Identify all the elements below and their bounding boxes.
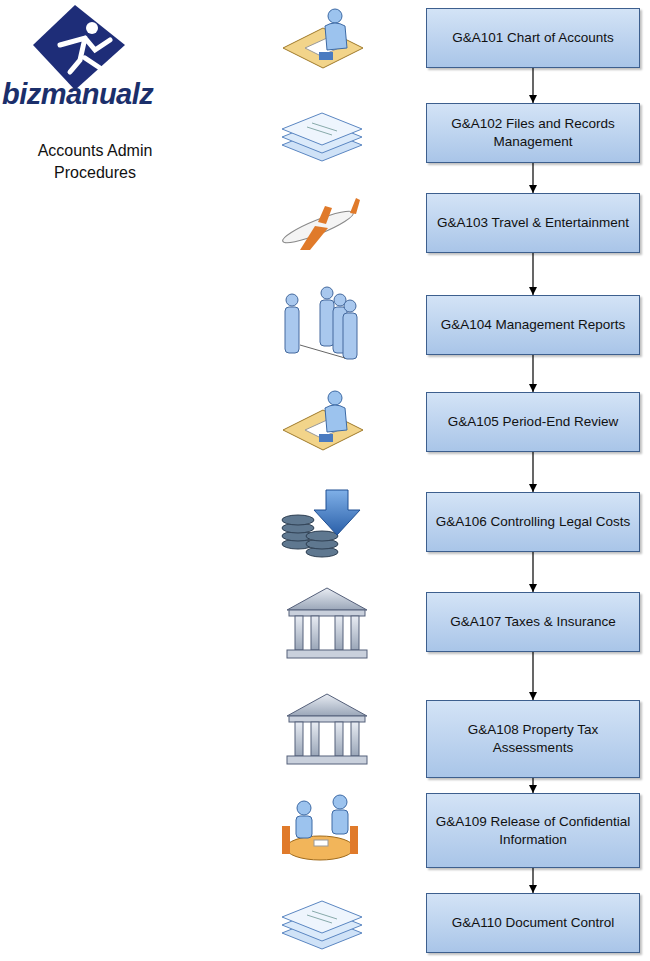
process-box: G&A108 Property Tax Assessments bbox=[426, 700, 640, 778]
flow-arrow bbox=[532, 68, 533, 103]
meeting-icon bbox=[282, 795, 358, 860]
money-icon bbox=[282, 490, 360, 557]
documents-icon bbox=[282, 901, 362, 949]
box-label: G&A102 Files and Records Management bbox=[435, 115, 631, 150]
flow-arrow bbox=[532, 253, 533, 295]
process-box: G&A106 Controlling Legal Costs bbox=[426, 492, 640, 552]
process-box: G&A109 Release of Confidential Informati… bbox=[426, 793, 640, 868]
box-label: G&A105 Period-End Review bbox=[448, 413, 618, 431]
box-label: G&A108 Property Tax Assessments bbox=[435, 721, 631, 756]
box-label: G&A107 Taxes & Insurance bbox=[450, 613, 616, 631]
process-box: G&A102 Files and Records Management bbox=[426, 103, 640, 163]
documents-icon bbox=[282, 113, 362, 161]
bank-icon bbox=[287, 694, 367, 764]
box-label: G&A106 Controlling Legal Costs bbox=[436, 513, 630, 531]
process-box: G&A103 Travel & Entertainment bbox=[426, 193, 640, 253]
title: Accounts Admin Procedures bbox=[10, 140, 180, 185]
airplane-icon bbox=[280, 198, 360, 250]
process-box: G&A105 Period-End Review bbox=[426, 392, 640, 452]
flow-arrow bbox=[532, 163, 533, 193]
process-box: G&A104 Management Reports bbox=[426, 295, 640, 355]
box-label: G&A104 Management Reports bbox=[441, 316, 626, 334]
box-label: G&A101 Chart of Accounts bbox=[452, 29, 613, 47]
flow-arrow bbox=[532, 868, 533, 893]
box-label: G&A110 Document Control bbox=[452, 914, 615, 932]
flow-arrow bbox=[532, 652, 533, 700]
process-box: G&A101 Chart of Accounts bbox=[426, 8, 640, 68]
logo-text: bizmanualz bbox=[2, 78, 153, 111]
process-box: G&A110 Document Control bbox=[426, 893, 640, 953]
flow-arrow bbox=[532, 355, 533, 392]
process-box: G&A107 Taxes & Insurance bbox=[426, 592, 640, 652]
people-icon bbox=[285, 287, 357, 359]
box-label: G&A109 Release of Confidential Informati… bbox=[435, 813, 631, 848]
flow-arrow bbox=[532, 452, 533, 492]
bank-icon bbox=[287, 588, 367, 658]
box-label: G&A103 Travel & Entertainment bbox=[437, 214, 629, 232]
logo-mark bbox=[33, 5, 125, 90]
desk-icon bbox=[283, 391, 363, 450]
flow-arrow bbox=[532, 552, 533, 592]
desk-icon bbox=[283, 9, 363, 68]
flow-arrow bbox=[532, 778, 533, 793]
